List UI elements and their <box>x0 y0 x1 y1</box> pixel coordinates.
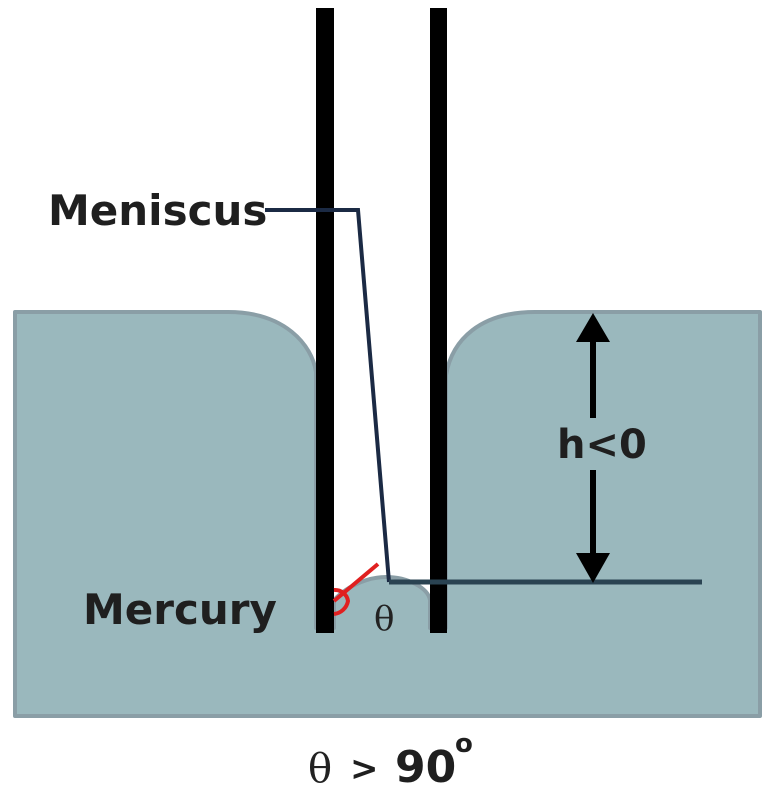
mercury-bath <box>13 310 762 718</box>
tube-right-wall <box>430 8 447 633</box>
meniscus-label: Meniscus <box>48 186 267 235</box>
mercury-label: Mercury <box>83 585 277 634</box>
condition-degree: o <box>455 729 473 759</box>
height-arrow-head-up <box>576 313 610 342</box>
meniscus-leader-line <box>265 208 391 583</box>
condition-value: 90 <box>395 742 456 793</box>
height-label: h<0 <box>557 422 647 468</box>
contact-angle-arc <box>333 587 351 616</box>
contact-angle-symbol: θ <box>374 599 394 639</box>
condition-operator: > <box>350 749 379 789</box>
condition-theta: θ <box>308 746 332 792</box>
tube-left-wall <box>316 8 334 633</box>
height-arrow-head-down <box>576 553 610 583</box>
contact-angle-tangent <box>332 562 380 603</box>
